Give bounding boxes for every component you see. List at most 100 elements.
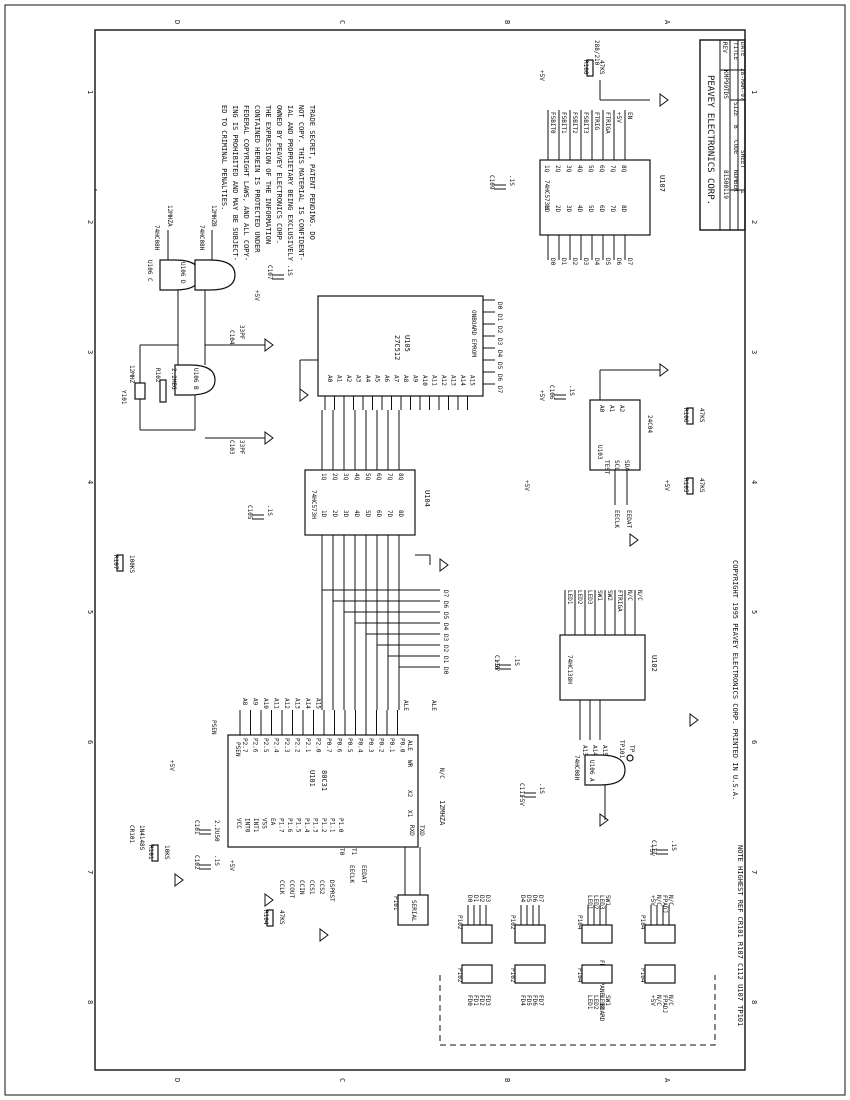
u106c-type: 74HC08H: [153, 225, 160, 251]
zone-letter: C: [338, 20, 346, 24]
u103-type: 24C04: [646, 415, 653, 433]
connector-pin: +5V: [649, 995, 656, 1006]
plus5v-label: +5V: [253, 290, 260, 301]
cpu-port-pin: P2.1: [304, 738, 311, 753]
p101-label: SERIAL: [410, 900, 417, 922]
u104-q-pin: 5Q: [364, 473, 371, 481]
connector-pin: N/C: [667, 895, 674, 906]
cpu-left-pin: P1.2: [320, 818, 327, 833]
connector-pin: D6: [531, 895, 538, 903]
zone-number: 7: [750, 870, 758, 874]
cpu-port-pin: P0.7: [325, 738, 332, 753]
title-block: PEAVEY ELECTRONICS CORP. REV TITLE KMP99…: [699, 39, 746, 231]
cpu-port-pin: P0.6: [336, 738, 343, 753]
u103-pin: TEST: [603, 460, 610, 475]
u105-addr-pin: A13: [450, 375, 457, 386]
cpu-port-pin: P0.1: [388, 738, 395, 753]
u106b-gate: [174, 364, 216, 396]
resistor-ref: R100: [582, 60, 589, 75]
zone-letter: A: [663, 1078, 671, 1083]
resistor-value: 47KS: [698, 478, 705, 493]
cpu-addr-net: A10: [262, 698, 269, 709]
u101-type: 80C31: [320, 770, 328, 791]
capacitor-value: .1S: [538, 783, 545, 794]
date-label: DATE: [739, 42, 746, 57]
zone-number: 3: [86, 350, 94, 354]
connector-pin: D0: [466, 895, 473, 903]
u105-data-pin: D0: [496, 302, 503, 310]
notice-line: FEDERAL COPYRIGHT LAWS, AND ALL COPY-: [242, 105, 250, 261]
connector-pin: D1: [472, 895, 479, 903]
u105-data-pin: D2: [496, 326, 503, 334]
cpu-txd-pin: TXD: [418, 825, 425, 836]
u107-output-net: +5V: [615, 112, 622, 123]
testpoint-region: U106 A 74HC08H TP101 TP: [573, 740, 635, 820]
cpu-wr-pin: WR: [406, 760, 413, 768]
ale-net: ALE: [402, 700, 409, 711]
crystal-ref: Y101: [120, 390, 127, 405]
zone-number: 8: [86, 1000, 94, 1004]
cpu-addr-net: A8: [241, 698, 248, 706]
u105-addr-pin: A11: [431, 375, 438, 386]
cpu-misc-net: CCS1: [308, 880, 315, 895]
u104-type: 74HC573H: [310, 490, 317, 519]
c103-value: 33PF: [238, 440, 245, 455]
cpu-misc-net: CCLK: [278, 880, 285, 895]
cpu-x2-pin: X2: [406, 790, 413, 798]
resistor-ref: R105: [682, 478, 689, 493]
u105-data-pin: D7: [496, 386, 503, 394]
capacitor-ref: C102: [193, 855, 200, 870]
connector-ref: P102: [509, 915, 516, 930]
u104-d-pin: 4D: [353, 510, 360, 518]
capacitor-value: .1S: [286, 265, 293, 276]
u107-data-net: D6: [615, 258, 622, 266]
p101-connector: P101 SERIAL: [392, 847, 429, 926]
u107-d-pin: 4D: [576, 205, 583, 213]
capacitor-ref: C111: [518, 783, 525, 798]
cpu-port-pin: P2.4: [273, 738, 280, 753]
notice-line: OWNED BY PEAVEY ELECTRONICS CORP.: [275, 105, 283, 244]
connector-ref: P102: [509, 968, 516, 983]
zone-number: 8: [750, 1000, 758, 1004]
size-value: B: [732, 125, 739, 129]
resistor-ref: R104: [262, 910, 269, 925]
u102-input-net: A13: [581, 745, 588, 756]
resistor-value: 100KS: [128, 555, 135, 573]
u107-d-pin: 5D: [587, 205, 594, 213]
u102-output-net: SW2: [606, 590, 613, 601]
number-value: 81500119: [722, 170, 729, 199]
u103-pin: A2: [618, 405, 625, 413]
u102-output-net: LED2: [576, 590, 583, 605]
u107-d-pin: 2D: [554, 205, 561, 213]
zone-number: 6: [86, 740, 94, 744]
cpu-port-pin: P0.0: [399, 738, 406, 753]
size-label: SIZE: [732, 102, 739, 117]
u105-addr-pin: A4: [364, 375, 371, 383]
c103-ref: C103: [228, 440, 235, 455]
zone-number: 2: [86, 220, 94, 224]
title-label: TITLE: [732, 42, 739, 60]
u103-eedat: EEDAT: [625, 510, 632, 528]
connector-ref: P104: [576, 915, 583, 930]
u103-pin: SCL: [613, 460, 620, 471]
u101-ref: U101: [308, 770, 316, 787]
testpoint-circle[interactable]: [626, 754, 634, 762]
u105-data-pin: D5: [496, 362, 503, 370]
u105-eprom: 27C512 U105 ONBOARD EPROM: [317, 295, 484, 397]
connector-pin: FPADJ: [661, 995, 668, 1013]
cpu-left-pin: P1.0: [337, 818, 344, 833]
sheet-label: SHEET: [739, 150, 746, 168]
resistor-value: 47KS: [278, 910, 285, 925]
u105-alt: ONBOARD EPROM: [470, 310, 477, 357]
p101-ref: P101: [392, 896, 399, 911]
resistor-ref: R107: [112, 555, 119, 570]
cpu-left-pin: INT1: [252, 818, 259, 833]
zone-number: 3: [750, 350, 758, 354]
zone-letter: C: [338, 1078, 346, 1082]
front-panel-region: FRONT PANEL BOARD: [439, 960, 716, 1046]
connector-pin: SW1: [604, 995, 611, 1006]
u102-input-net: A15: [601, 745, 608, 756]
